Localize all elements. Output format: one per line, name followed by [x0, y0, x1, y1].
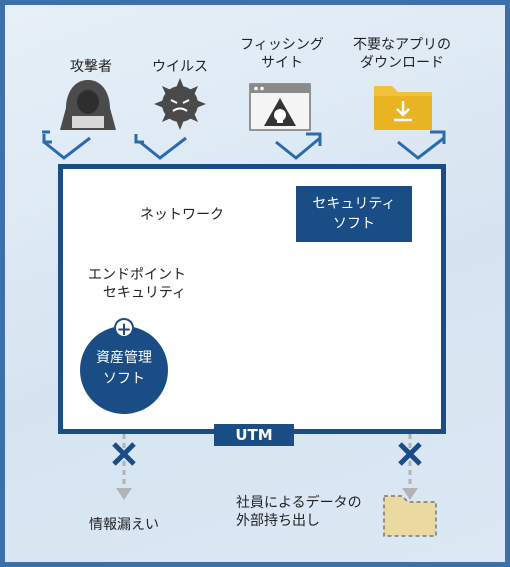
x-block-icon — [112, 442, 136, 466]
threat-label-phishing: フィッシング サイト — [240, 37, 324, 71]
threat-label-download: 不要なアプリの ダウンロード — [353, 37, 451, 71]
security-soft-bubble: セキュリティ ソフト — [296, 186, 412, 242]
folder-icon — [383, 495, 437, 537]
network-label: ネットワーク — [140, 207, 224, 223]
virus-icon — [154, 78, 206, 130]
plus-icon: + — [114, 318, 134, 339]
threat-label-virus: ウイルス — [152, 59, 208, 75]
threat-label-attacker: 攻撃者 — [70, 59, 112, 75]
endpoint-security-label: エンドポイント セキュリティ — [88, 267, 186, 301]
download-folder-icon — [374, 86, 432, 130]
x-block-icon — [398, 442, 422, 466]
asset-management-soft: 資産管理 ソフト — [80, 326, 168, 414]
chevron-attacker — [42, 134, 52, 144]
skull-browser-icon — [249, 83, 311, 131]
info-leak-label: 情報漏えい — [89, 517, 159, 533]
hooded-hacker-icon — [60, 80, 116, 130]
external-export-label: 社員によるデータの 外部持ち出し — [236, 495, 362, 529]
utm-label: UTM — [214, 424, 294, 446]
